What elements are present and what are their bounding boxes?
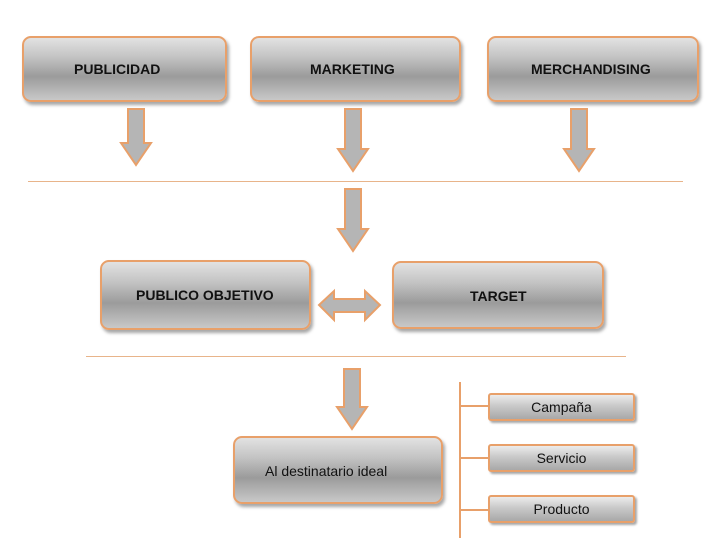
box-publicidad: PUBLICIDAD: [22, 36, 227, 102]
box-publico-objetivo-label: PUBLICO OBJETIVO: [136, 287, 274, 303]
box-merchandising-label: MERCHANDISING: [531, 61, 651, 77]
double-arrow-icon: [317, 288, 382, 323]
down-arrow-merchandising: [562, 108, 596, 173]
item-servicio: Servicio: [488, 444, 635, 472]
divider-top: [28, 181, 683, 182]
box-publicidad-label: PUBLICIDAD: [74, 61, 161, 77]
branch-connector: [459, 382, 489, 538]
box-marketing: MARKETING: [250, 36, 461, 102]
item-campana-label: Campaña: [531, 399, 592, 415]
down-arrow-publicidad: [119, 108, 153, 167]
box-target-label: TARGET: [470, 288, 527, 304]
item-producto: Producto: [488, 495, 635, 523]
item-campana: Campaña: [488, 393, 635, 421]
down-arrow-center-1: [336, 188, 370, 253]
box-merchandising: MERCHANDISING: [487, 36, 699, 102]
box-publico-objetivo: PUBLICO OBJETIVO: [100, 260, 311, 330]
item-producto-label: Producto: [533, 501, 590, 517]
down-arrow-center-2: [335, 368, 369, 431]
box-destinatario-ideal: Al destinatario ideal: [233, 436, 443, 504]
divider-middle: [86, 356, 626, 357]
down-arrow-marketing: [336, 108, 370, 173]
box-destinatario-ideal-label: Al destinatario ideal: [265, 463, 388, 479]
box-target: TARGET: [392, 261, 604, 329]
box-marketing-label: MARKETING: [310, 61, 395, 77]
item-servicio-label: Servicio: [536, 450, 587, 466]
